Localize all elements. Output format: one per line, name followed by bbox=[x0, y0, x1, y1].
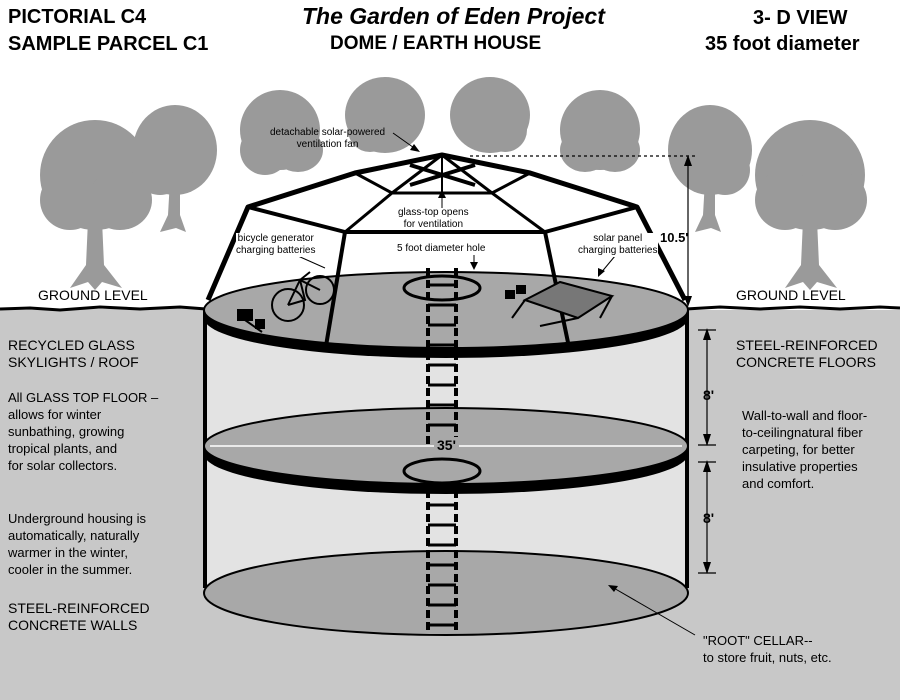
tree-2 bbox=[133, 105, 217, 232]
dome-height-label: 10.5' bbox=[660, 230, 689, 245]
top-floor-hole bbox=[402, 274, 482, 302]
glass-top-annotation: glass-top opens for ventilation bbox=[398, 207, 469, 230]
middle-floor-hole bbox=[402, 457, 482, 485]
tree-row bbox=[40, 77, 867, 290]
bicycle-annotation: bicycle generator charging batteries bbox=[236, 233, 316, 257]
ground-line bbox=[0, 305, 900, 312]
root-cellar-note: "ROOT" CELLAR-- to store fruit, nuts, et… bbox=[703, 633, 832, 665]
ladder-rungs bbox=[428, 283, 456, 627]
bicycle-generator bbox=[237, 271, 335, 333]
tree-6 bbox=[560, 90, 640, 172]
leader-lines bbox=[297, 132, 696, 636]
header-right-line2: 35 foot diameter bbox=[705, 33, 860, 55]
header-center-subtitle: DOME / EARTH HOUSE bbox=[330, 33, 542, 54]
skylights-note: RECYCLED GLASS SKYLIGHTS / ROOF bbox=[8, 337, 139, 370]
underground-note: Underground housing is automatically, na… bbox=[8, 511, 147, 577]
walls-note: STEEL-REINFORCED CONCRETE WALLS bbox=[8, 600, 150, 633]
ground-level-right: GROUND LEVEL bbox=[736, 287, 846, 303]
tree-5 bbox=[450, 77, 530, 153]
tree-7 bbox=[668, 105, 752, 232]
header-left-line1: PICTORIAL C4 bbox=[8, 6, 147, 28]
header-right-line1: 3- D VIEW bbox=[753, 7, 848, 29]
tree-3 bbox=[240, 90, 323, 175]
ladder bbox=[426, 268, 458, 630]
floors-note: STEEL-REINFORCED CONCRETE FLOORS bbox=[736, 337, 878, 370]
solar-panel-annotation: solar panel charging batteries bbox=[578, 233, 658, 257]
ground-level-left: GROUND LEVEL bbox=[38, 287, 148, 303]
floor-height-label-2: 8' bbox=[703, 510, 715, 526]
tree-4 bbox=[345, 77, 425, 153]
solar-panel bbox=[505, 280, 615, 327]
diameter-label: 35' bbox=[434, 437, 459, 453]
header-left-line2: SAMPLE PARCEL C1 bbox=[8, 33, 209, 55]
glass-floor-note: All GLASS TOP FLOOR – allows for winter … bbox=[8, 390, 159, 473]
solar-fan-annotation: detachable solar-powered ventilation fan bbox=[270, 127, 386, 150]
project-title: The Garden of Eden Project bbox=[302, 3, 605, 29]
floor-height-label-1: 8' bbox=[703, 387, 715, 403]
hole-annotation: 5 foot diameter hole bbox=[397, 243, 486, 254]
tree-8 bbox=[755, 120, 867, 290]
tree-1 bbox=[40, 120, 152, 290]
carpeting-note: Wall-to-wall and floor- to-ceilingnatura… bbox=[742, 408, 868, 491]
